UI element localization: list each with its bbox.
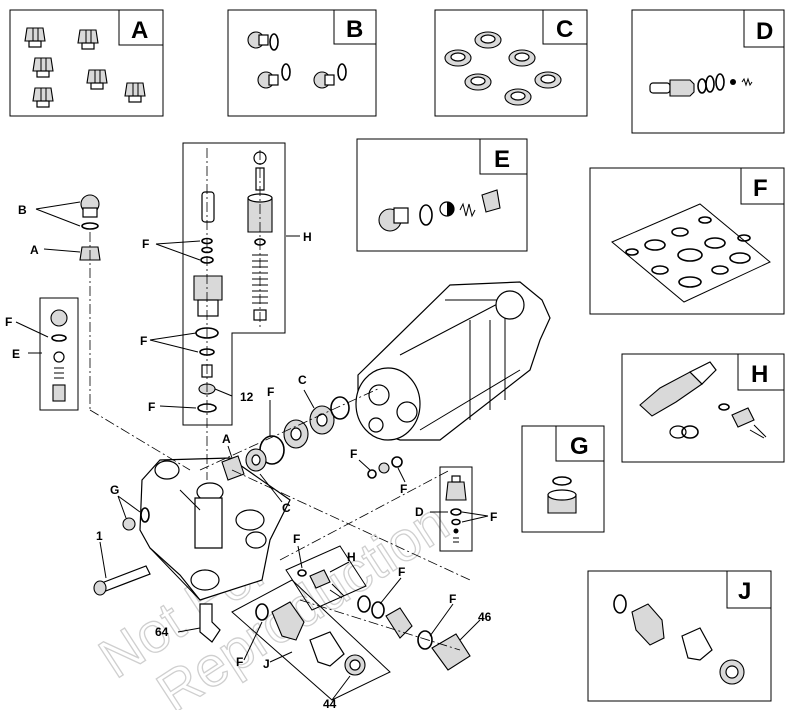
fitting-64	[199, 603, 221, 643]
piston-seal-stack	[221, 396, 350, 481]
leader-lines	[15, 201, 489, 701]
check-valve-assembly-left	[39, 297, 79, 411]
kit-box-h: H	[621, 353, 785, 463]
pump-housing	[355, 281, 551, 441]
callout-h-valve: H	[303, 230, 312, 244]
callout-a-mid: A	[222, 432, 231, 446]
small-rings-mid	[367, 456, 403, 479]
kit-box-b-label: B	[346, 16, 363, 43]
kit-box-f-label: F	[753, 175, 768, 202]
callout-b-left: B	[18, 203, 27, 217]
seal-icon	[444, 31, 562, 106]
plug-b-left	[80, 194, 100, 230]
oring-kit-icon	[611, 203, 771, 303]
callout-d-mid: D	[415, 505, 424, 519]
kit-box-b: B	[227, 9, 377, 117]
kit-box-f: F	[589, 167, 785, 315]
kit-box-c-label: C	[556, 16, 573, 43]
kit-box-a-label: A	[131, 17, 148, 44]
injector-fitting-icon	[649, 73, 753, 97]
callout-f-valve1: F	[142, 237, 149, 251]
callout-f-bottom2: F	[449, 592, 456, 606]
kit-box-j: J	[587, 570, 772, 702]
callout-f-left: F	[5, 315, 12, 329]
callout-a-left: A	[30, 243, 39, 257]
kit-box-g-label: G	[570, 433, 589, 460]
thermal-relief-valve-icon	[639, 361, 767, 439]
kit-box-a: A	[9, 9, 164, 117]
callout-f-bottom1: F	[398, 565, 405, 579]
callout-g-left: G	[110, 483, 119, 497]
check-valve-kit-icon	[378, 189, 501, 232]
kit-box-g: G	[521, 425, 605, 533]
callout-h-bottom: H	[347, 550, 356, 564]
plug-with-oring-icon	[247, 31, 347, 89]
outlet-fitting-46	[357, 595, 471, 671]
callout-64: 64	[155, 625, 169, 639]
callout-f-right2: F	[400, 482, 407, 496]
bolt-1	[93, 565, 151, 596]
pump-manifold	[139, 457, 291, 601]
callout-f-mid: F	[267, 385, 274, 399]
callout-12: 12	[240, 390, 254, 404]
kit-box-d-label: D	[756, 18, 773, 45]
callout-c-mid: C	[298, 373, 307, 387]
callout-46: 46	[478, 610, 492, 624]
callout-f-d: F	[490, 510, 497, 524]
callout-labels: B A F E F H F 12 F F C A F F C G 1 D F F…	[5, 203, 497, 710]
unloader-nut-icon	[24, 27, 146, 108]
callout-f-j: F	[236, 655, 243, 669]
callout-f-h: F	[293, 532, 300, 546]
kit-box-e-label: E	[494, 146, 510, 173]
callout-1: 1	[96, 529, 103, 543]
bypass-plug-icon	[547, 476, 577, 514]
plug-g	[122, 507, 150, 531]
callout-f-valve2: F	[140, 334, 147, 348]
callout-f-right1: F	[350, 447, 357, 461]
callout-44: 44	[323, 697, 337, 710]
callout-j-bottom: J	[263, 657, 270, 671]
callout-c-mid2: C	[282, 501, 291, 515]
outlet-nut-assembly	[231, 579, 391, 701]
kit-box-j-label: J	[738, 578, 751, 605]
kit-box-h-label: H	[751, 361, 768, 388]
callout-f-valve3: F	[148, 400, 155, 414]
kit-box-c: C	[434, 9, 588, 117]
injector-assembly	[439, 466, 473, 552]
unloader-valve-assembly	[182, 142, 286, 426]
outlet-nut-kit-icon	[613, 594, 745, 685]
kit-box-d: D	[631, 9, 785, 134]
callout-e-left: E	[12, 347, 20, 361]
valve-stem-icon	[193, 191, 223, 413]
thermal-relief-assembly	[285, 545, 367, 611]
kit-box-e: E	[356, 138, 528, 252]
adjuster-knob-icon	[247, 151, 273, 321]
